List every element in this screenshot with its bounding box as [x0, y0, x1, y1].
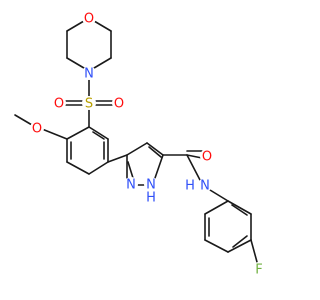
atom-NH-amide: N H	[185, 178, 212, 194]
atom-O-morpholine: O	[82, 11, 96, 27]
bond-line	[66, 161, 90, 175]
bond-line	[154, 154, 164, 179]
bond-line	[204, 200, 229, 215]
atom-O-methoxy: O	[30, 121, 44, 137]
atom-H-amide-label: H	[185, 179, 195, 194]
atom-N-pyrazole: N	[124, 177, 138, 193]
bond-line	[204, 239, 229, 253]
bond-line	[66, 126, 90, 140]
atom-S-sulfonyl: S	[82, 96, 96, 112]
bond-line	[88, 126, 109, 140]
atom-F: F	[252, 262, 266, 278]
bond-line	[227, 200, 252, 215]
bond-line	[209, 189, 229, 202]
atom-O-amide: O	[200, 149, 214, 165]
bond-line	[88, 161, 109, 175]
molecule-canvas: O N S O O O N N H	[14, 11, 266, 278]
atom-O-methoxy-label: O	[32, 122, 42, 137]
bond-line	[126, 142, 148, 156]
atom-O-morpholine-label: O	[84, 12, 94, 27]
bond-line	[186, 154, 203, 159]
bond-line	[14, 114, 33, 126]
atom-NH-amide-label: N	[200, 179, 210, 194]
bond-line	[41, 128, 68, 140]
atom-N-pyrazole-label: N	[126, 178, 136, 193]
bond-line	[148, 146, 162, 158]
atom-NH-pyrazole-label: N	[146, 178, 156, 193]
atom-O-sulfonyl-right-label: O	[114, 97, 124, 112]
atom-O-sulfonyl-right: O	[112, 96, 126, 112]
atom-N-morpholine: N	[82, 66, 96, 82]
atom-O-sulfonyl-left-label: O	[54, 97, 64, 112]
atom-NH-pyrazole: N H	[144, 177, 158, 206]
bond-line	[146, 142, 164, 156]
molecule-structure: O N S O O O N N H	[14, 11, 266, 278]
atom-F-label: F	[255, 263, 262, 278]
bond-line	[107, 154, 128, 163]
bond-line	[231, 204, 248, 216]
atom-N-morpholine-label: N	[84, 67, 94, 82]
atom-O-sulfonyl-left: O	[52, 96, 66, 112]
bond-line	[227, 239, 252, 253]
atom-H-pyrazole-label: H	[146, 191, 156, 206]
atom-O-amide-label: O	[202, 150, 212, 165]
atom-S-label: S	[85, 97, 93, 112]
bond-line	[127, 161, 134, 179]
bond-line	[186, 154, 201, 181]
bond-line	[232, 235, 248, 248]
bond-line	[92, 131, 105, 140]
bond-line	[250, 239, 258, 263]
